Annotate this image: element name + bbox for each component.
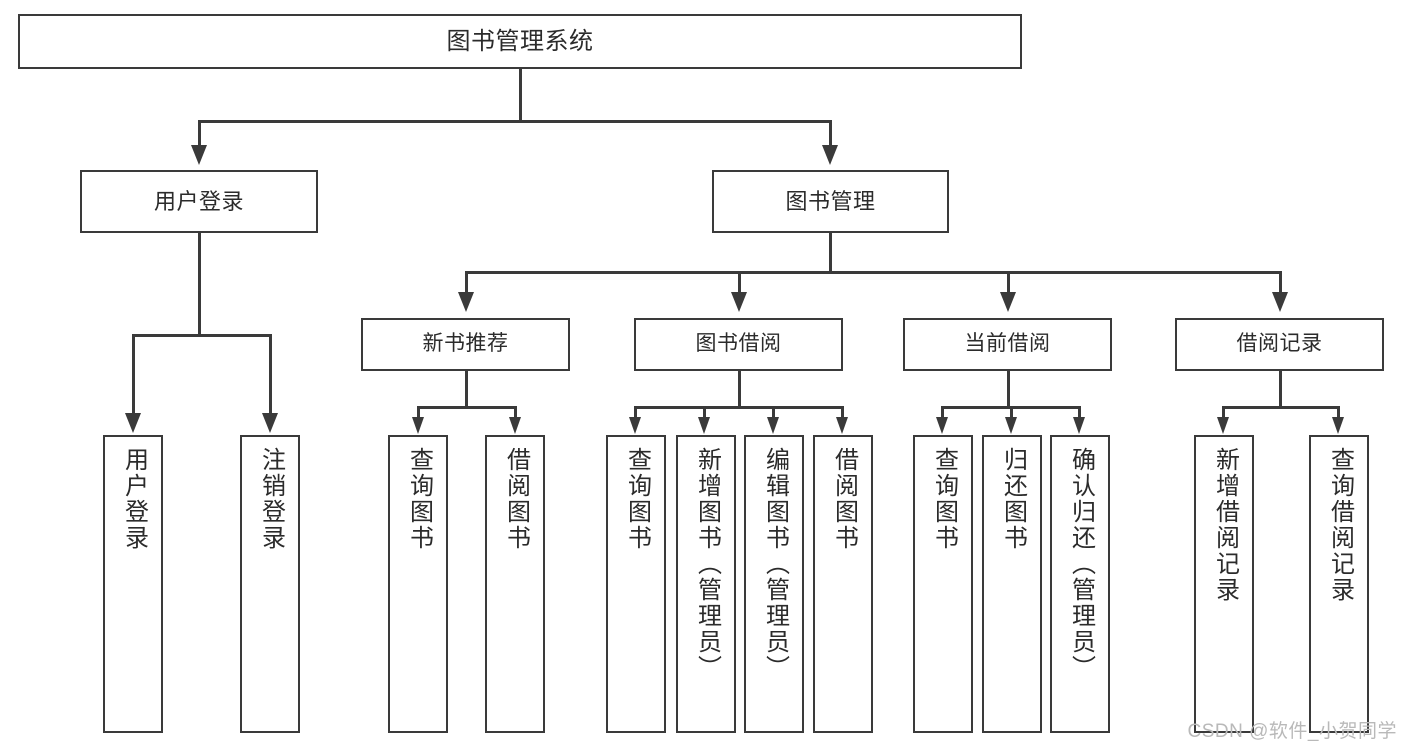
leaf-query-book-borrow[interactable]: 查询图书	[606, 435, 666, 733]
connector-user-login-stem	[198, 233, 201, 335]
node-label: 查询图书	[623, 447, 651, 551]
leaf-user-login[interactable]: 用户登录	[103, 435, 163, 733]
node-label: 新增借阅记录	[1211, 447, 1239, 603]
leaf-query-book-newbook[interactable]: 查询图书	[388, 435, 448, 733]
node-root-system[interactable]: 图书管理系统	[18, 14, 1022, 69]
connector-cb-b3	[1078, 406, 1081, 418]
node-label: 新书推荐	[422, 332, 509, 356]
node-label: 新增图书（管理员）	[693, 447, 721, 681]
arrow-cb-b2	[1005, 417, 1017, 434]
connector-cb-b2	[1010, 406, 1013, 418]
node-label: 图书管理系统	[446, 27, 594, 55]
arrow-bm-to-new-book	[458, 292, 474, 312]
node-label: 查询借阅记录	[1326, 447, 1354, 603]
connector-book-borrow-stem	[738, 371, 741, 408]
connector-br-b1	[1222, 406, 1225, 418]
node-label: 用户登录	[153, 188, 244, 214]
node-label: 借阅图书	[830, 447, 858, 551]
node-label: 图书管理	[785, 188, 876, 214]
node-label: 查询图书	[405, 447, 433, 551]
arrow-br-b2	[1332, 417, 1344, 434]
connector-book-borrow-bus	[634, 406, 842, 409]
node-label: 确认归还（管理员）	[1067, 447, 1095, 681]
arrow-cb-b1	[936, 417, 948, 434]
arrow-bb-b1	[629, 417, 641, 434]
arrow-nb-b2	[509, 417, 521, 434]
connector-current-borrow-stem	[1007, 371, 1010, 408]
node-label: 查询图书	[930, 447, 958, 551]
node-label: 借阅记录	[1236, 332, 1323, 356]
connector-user-login-bus	[132, 334, 269, 337]
arrow-bm-to-borrow-record	[1272, 292, 1288, 312]
arrow-bb-b3	[767, 417, 779, 434]
connector-bm-to-current-borrow	[1007, 271, 1010, 293]
node-book-borrow[interactable]: 图书借阅	[634, 318, 843, 371]
leaf-borrow-book-newbook[interactable]: 借阅图书	[485, 435, 545, 733]
node-label: 注销登录	[257, 447, 285, 551]
leaf-add-borrow-record[interactable]: 新增借阅记录	[1194, 435, 1254, 733]
node-user-login[interactable]: 用户登录	[80, 170, 318, 233]
connector-bm-to-book-borrow	[738, 271, 741, 293]
connector-bb-b2	[703, 406, 706, 418]
connector-root-stem	[519, 69, 522, 121]
leaf-confirm-return-admin[interactable]: 确认归还（管理员）	[1050, 435, 1110, 733]
connector-current-borrow-bus	[941, 406, 1078, 409]
connector-bb-b1	[634, 406, 637, 418]
arrow-br-b1	[1217, 417, 1229, 434]
connector-book-manage-stem	[829, 233, 832, 273]
connector-borrow-record-stem	[1279, 371, 1282, 408]
leaf-query-borrow-record[interactable]: 查询借阅记录	[1309, 435, 1369, 733]
connector-new-book-bus	[417, 406, 515, 409]
connector-root-to-book-manage	[829, 120, 832, 145]
connector-cb-b1	[941, 406, 944, 418]
connector-root-bus	[198, 120, 832, 123]
arrow-cb-b3	[1073, 417, 1085, 434]
connector-new-book-stem	[465, 371, 468, 408]
leaf-query-book-current[interactable]: 查询图书	[913, 435, 973, 733]
arrow-root-to-book-manage	[822, 145, 838, 165]
arrow-root-to-user-login	[191, 145, 207, 165]
node-current-borrow[interactable]: 当前借阅	[903, 318, 1112, 371]
leaf-logout[interactable]: 注销登录	[240, 435, 300, 733]
node-label: 当前借阅	[964, 332, 1051, 356]
leaf-return-book[interactable]: 归还图书	[982, 435, 1042, 733]
connector-br-b2	[1337, 406, 1340, 418]
connector-book-manage-bus	[465, 271, 1281, 274]
node-label: 用户登录	[120, 447, 148, 551]
node-label: 图书借阅	[695, 332, 782, 356]
connector-bm-to-new-book	[465, 271, 468, 293]
connector-nb-b2	[514, 406, 517, 418]
connector-bb-b3	[772, 406, 775, 418]
connector-user-login-b2	[269, 334, 272, 414]
connector-borrow-record-bus	[1222, 406, 1338, 409]
arrow-bb-b2	[698, 417, 710, 434]
arrow-bm-to-current-borrow	[1000, 292, 1016, 312]
leaf-borrow-book[interactable]: 借阅图书	[813, 435, 873, 733]
arrow-user-login-b1	[125, 413, 141, 433]
node-book-management[interactable]: 图书管理	[712, 170, 949, 233]
leaf-add-book-admin[interactable]: 新增图书（管理员）	[676, 435, 736, 733]
arrow-nb-b1	[412, 417, 424, 434]
connector-nb-b1	[417, 406, 420, 418]
connector-user-login-b1	[132, 334, 135, 414]
connector-root-to-user-login	[198, 120, 201, 145]
node-new-book-recommend[interactable]: 新书推荐	[361, 318, 570, 371]
connector-bb-b4	[841, 406, 844, 418]
leaf-edit-book-admin[interactable]: 编辑图书（管理员）	[744, 435, 804, 733]
node-label: 借阅图书	[502, 447, 530, 551]
arrow-bb-b4	[836, 417, 848, 434]
node-label: 编辑图书（管理员）	[761, 447, 789, 681]
csdn-watermark: CSDN @软件_小贺同学	[1187, 721, 1397, 742]
node-label: 归还图书	[999, 447, 1027, 551]
arrow-bm-to-book-borrow	[731, 292, 747, 312]
node-borrow-record[interactable]: 借阅记录	[1175, 318, 1384, 371]
connector-bm-to-borrow-record	[1279, 271, 1282, 293]
arrow-user-login-b2	[262, 413, 278, 433]
